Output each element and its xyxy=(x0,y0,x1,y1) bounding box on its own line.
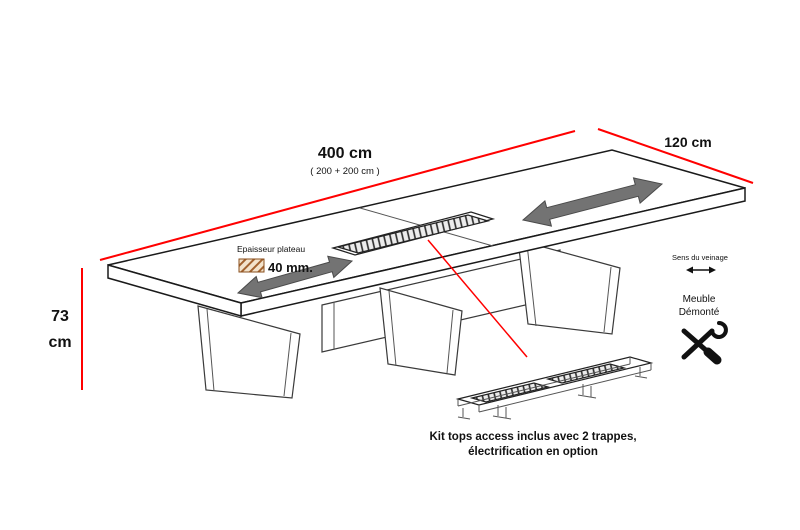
flatpack-label-1: Meuble xyxy=(683,294,716,305)
height-unit-label: cm xyxy=(48,334,71,351)
dimensions: 400 cm ( 200 + 200 cm ) 120 cm 73 cm xyxy=(48,128,754,390)
depth-label: 120 cm xyxy=(664,134,711,150)
tray-flap-right xyxy=(545,363,627,384)
leg-right-inner-1 xyxy=(526,243,537,327)
flatpack-label-2: Démonté xyxy=(679,307,720,318)
flatpack-annotation: Meuble Démonté xyxy=(679,294,728,365)
tools-icon xyxy=(681,321,728,365)
table-understructure xyxy=(197,239,621,399)
tray-leg-1 xyxy=(492,405,512,420)
tray-leg-right-end xyxy=(634,367,648,379)
grain-annotation: Sens du veinage xyxy=(672,253,728,274)
double-arrow-left-icon xyxy=(236,255,354,299)
kit-note-line1: Kit tops access inclus avec 2 trappes, xyxy=(429,431,636,443)
leg-left-inner-2 xyxy=(283,332,292,397)
thickness-caption: Epaisseur plateau xyxy=(237,244,305,254)
length-sub-label: ( 200 + 200 cm ) xyxy=(310,166,379,177)
leg-right-inner-2 xyxy=(603,266,612,333)
tray-bottom-back xyxy=(457,363,631,407)
tray-bottom-front xyxy=(478,369,652,413)
tray-leg-2 xyxy=(577,384,597,399)
kit-note-line2: électrification en option xyxy=(468,446,598,458)
slide-arrows xyxy=(236,177,664,299)
leg-center-inner-2 xyxy=(446,309,454,374)
length-dimension-line xyxy=(99,130,576,261)
leg-panel-left xyxy=(197,305,301,399)
grain-label: Sens du veinage xyxy=(672,253,728,262)
depth-dimension-line xyxy=(597,128,754,184)
cable-tray-detail xyxy=(455,356,654,420)
thickness-value: 40 mm. xyxy=(268,260,313,275)
tabletop-left-band xyxy=(107,264,242,317)
detail-pointer-line xyxy=(427,239,528,358)
grommet-grille xyxy=(335,214,491,254)
tray-leg-left-end xyxy=(457,408,471,420)
length-label: 400 cm xyxy=(318,145,372,162)
top-access-grommet xyxy=(330,211,496,256)
wood-hatch-swatch xyxy=(238,258,265,273)
leg-panel-center xyxy=(379,287,463,376)
height-value-label: 73 xyxy=(51,308,69,325)
grain-direction-icon xyxy=(686,266,716,274)
leg-left-inner-1 xyxy=(206,308,215,392)
kit-note: Kit tops access inclus avec 2 trappes, é… xyxy=(429,431,636,458)
leg-panel-right xyxy=(517,239,621,335)
thickness-annotation: Epaisseur plateau 40 mm. xyxy=(237,244,313,275)
double-arrow-right-icon xyxy=(521,177,664,227)
leg-center-inner-1 xyxy=(388,290,397,367)
